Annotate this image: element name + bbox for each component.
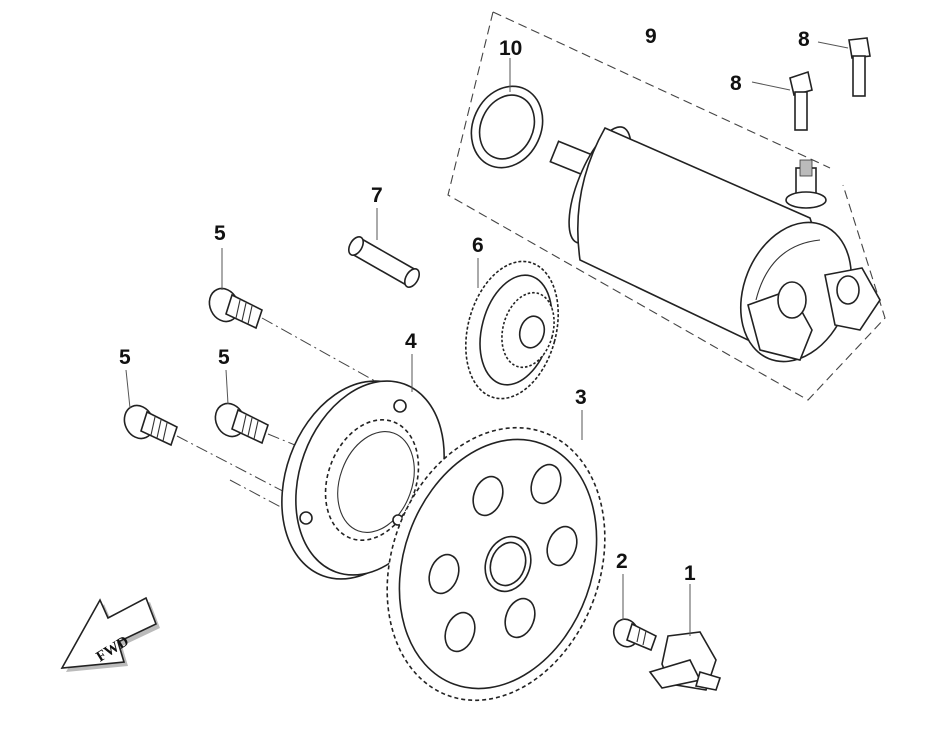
callout-5a: 5	[214, 222, 226, 245]
bolt-part-2	[612, 618, 657, 652]
callout-6: 6	[472, 234, 484, 257]
callout-8a: 8	[798, 28, 810, 51]
callout-10: 10	[499, 37, 522, 60]
callout-5c: 5	[218, 346, 230, 369]
callout-3: 3	[575, 386, 587, 409]
callout-8b: 8	[730, 72, 742, 95]
o-ring-part	[470, 85, 544, 169]
callout-5b: 5	[119, 346, 131, 369]
bolt-part-5b	[123, 404, 178, 447]
callout-9: 9	[645, 25, 657, 48]
leader-lines	[125, 41, 849, 636]
bolt-part-5a	[208, 287, 263, 330]
callout-2: 2	[616, 550, 628, 573]
starter-assembly-outline	[447, 11, 886, 401]
callout-4: 4	[405, 330, 417, 353]
callout-7: 7	[371, 184, 383, 207]
starter-motor-part	[549, 126, 881, 363]
bolt-part-8b	[848, 37, 871, 97]
driven-gear-part	[386, 426, 606, 702]
bolt-part-5c	[214, 402, 269, 445]
bracket-part	[648, 631, 722, 691]
bolt-part-8a	[789, 70, 813, 131]
fwd-arrow-icon: FWD	[60, 596, 160, 672]
pin-part	[347, 236, 421, 288]
callout-1: 1	[684, 562, 696, 585]
idle-gear-part	[464, 260, 560, 400]
